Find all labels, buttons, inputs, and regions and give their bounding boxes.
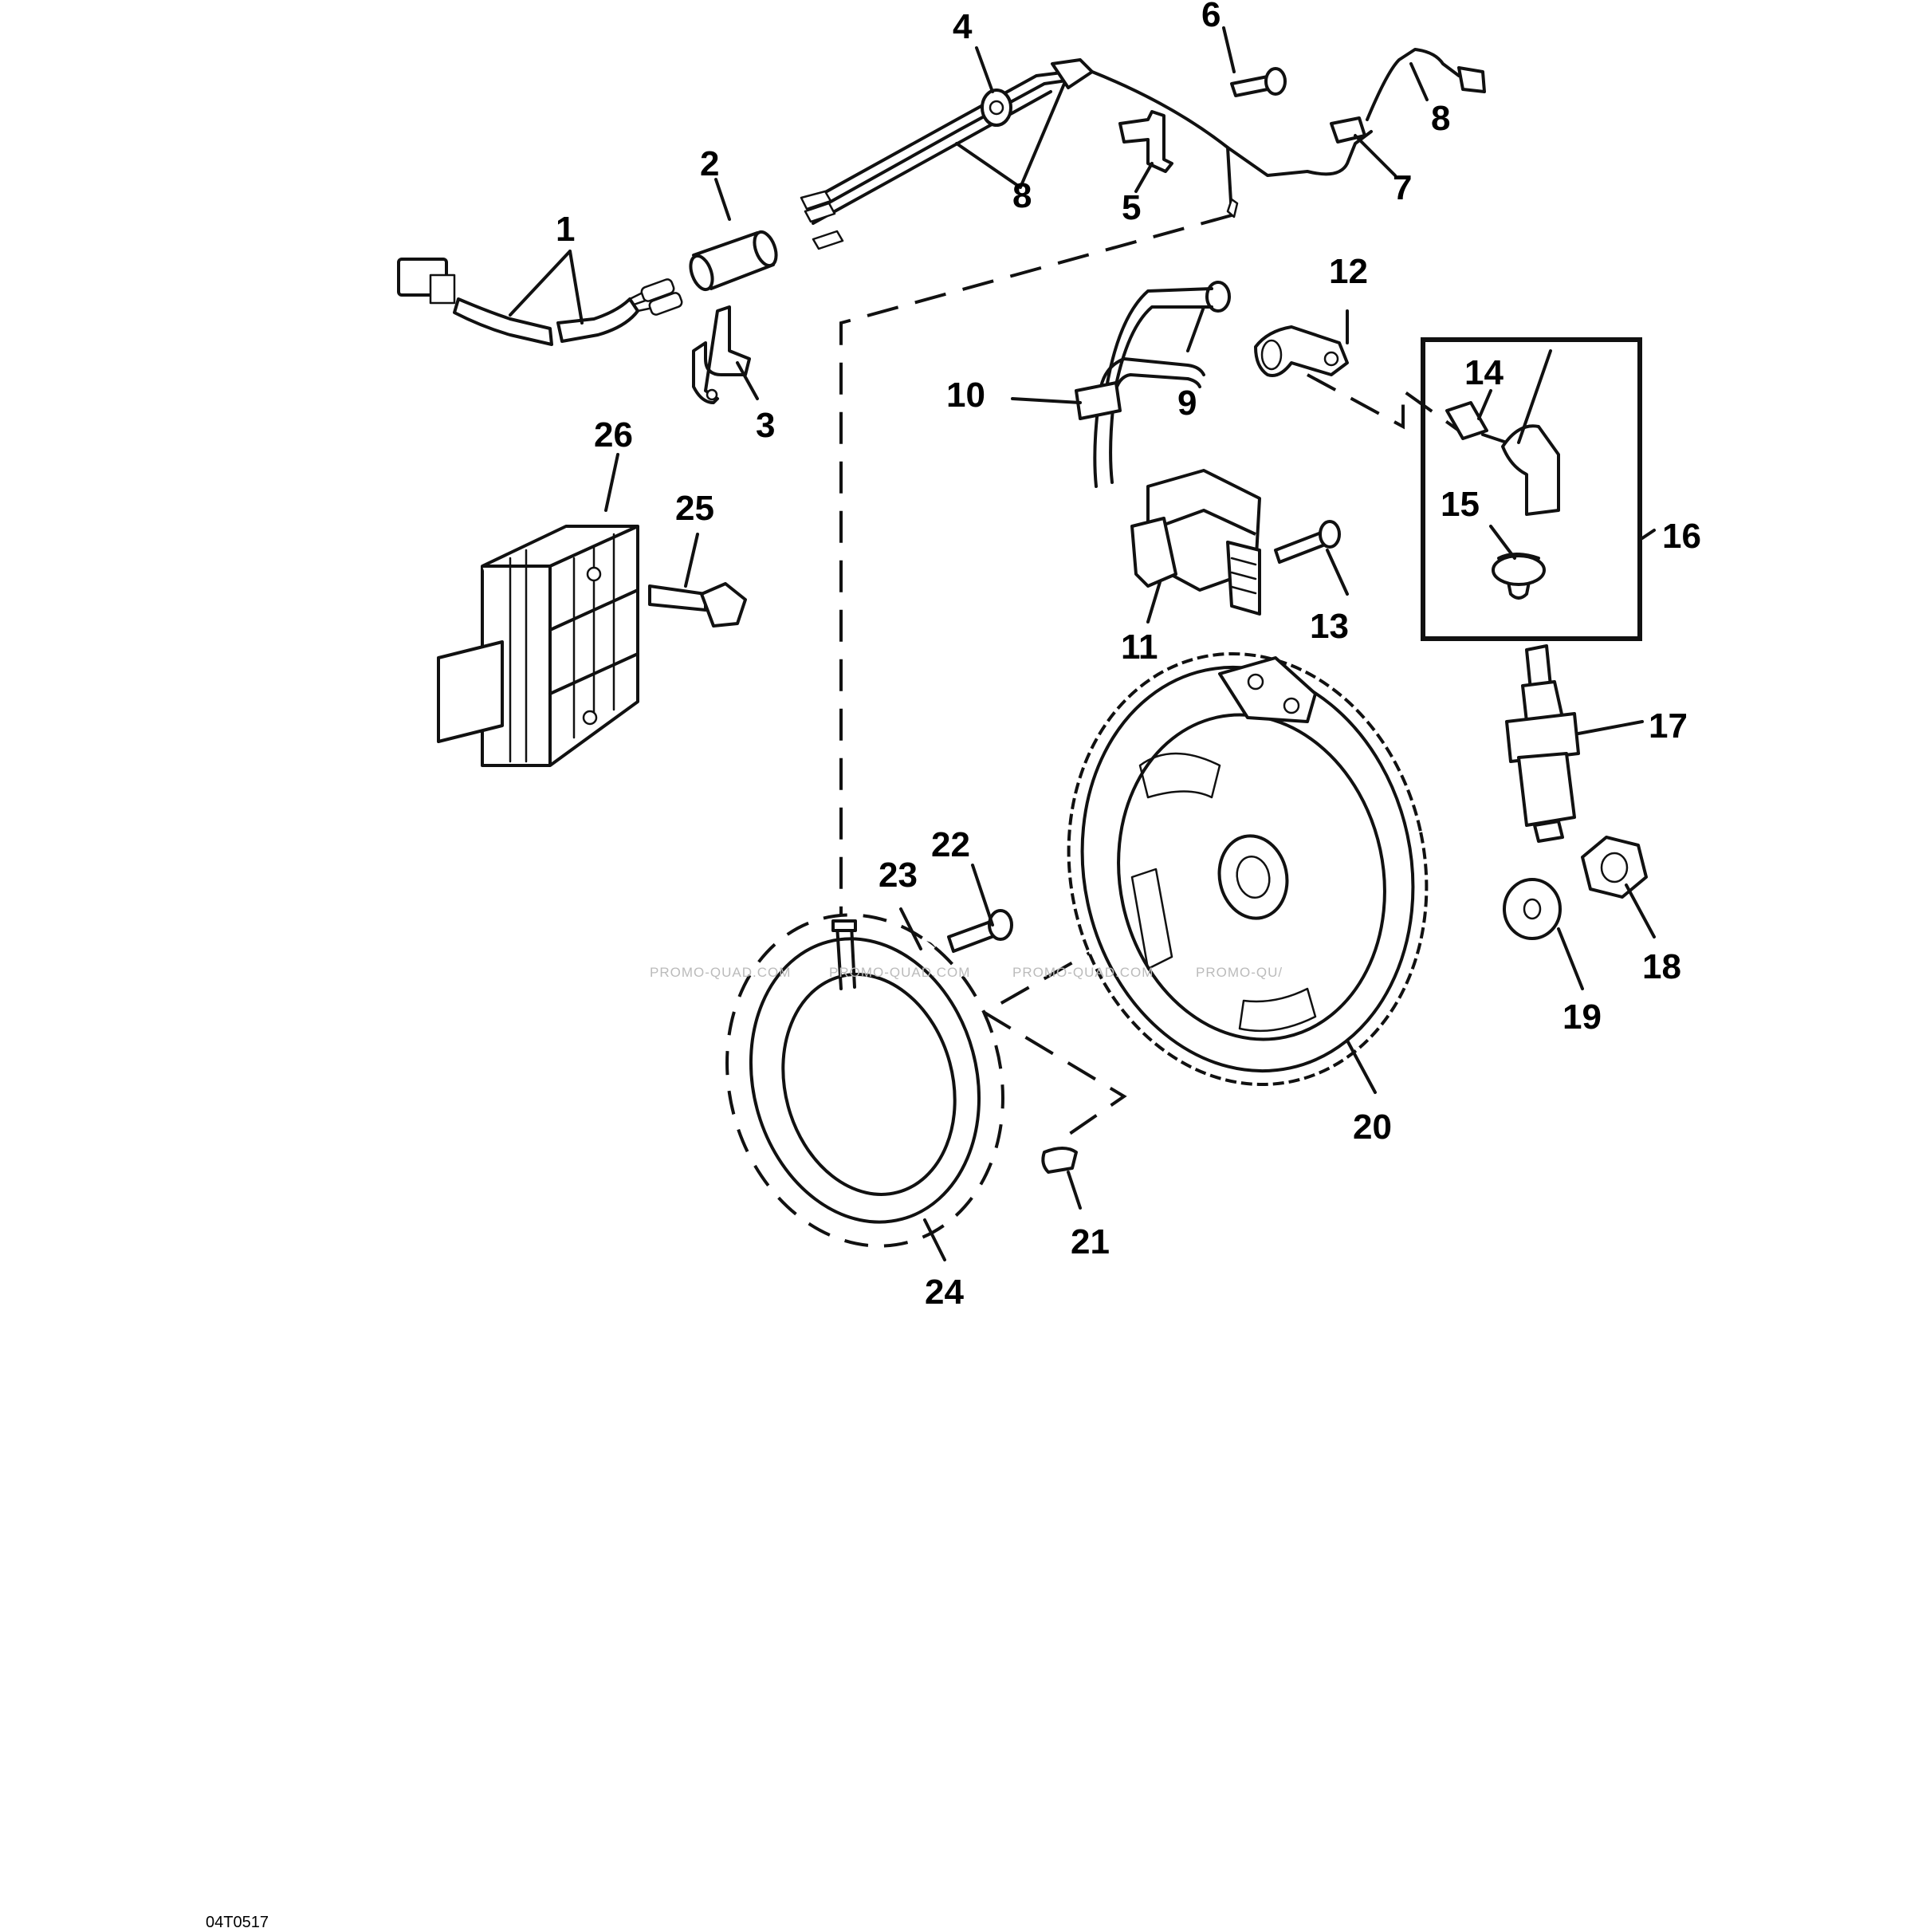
watermark-text-1: PROMO-QUAD.COM: [650, 965, 791, 980]
watermark-text-3: PROMO-QUAD.COM: [1012, 965, 1154, 980]
callout-20: 20: [1353, 1108, 1392, 1147]
leader-lines: [509, 26, 1656, 1261]
callout-19: 19: [1562, 997, 1602, 1037]
callout-7: 7: [1393, 168, 1412, 207]
callout-3: 3: [756, 406, 775, 445]
watermark-text-2: PROMO-QUAD.COM: [829, 965, 970, 980]
callout-17: 17: [1649, 706, 1688, 746]
callout-14: 14: [1464, 353, 1504, 392]
spark-plug-cap-kit-part-16: [1421, 337, 1642, 641]
drawing-reference-code: 04T0517: [206, 1914, 269, 1931]
callout-2: 2: [700, 144, 719, 183]
callout-8a: 8: [1012, 176, 1032, 215]
flywheel-part-20: [1067, 651, 1429, 1087]
wiring-harness-part-1: [397, 258, 683, 346]
callout-10: 10: [946, 376, 985, 415]
clip-part-12: [1254, 325, 1349, 377]
bracket-part-3: [692, 305, 751, 404]
watermark: PROMO-QUAD.COM PROMO-QUAD.COM PROMO-QUAD…: [650, 965, 1283, 980]
callout-5: 5: [1122, 188, 1141, 227]
callout-9: 9: [1177, 384, 1197, 423]
callout-15: 15: [1441, 485, 1480, 524]
callout-8b: 8: [1431, 99, 1450, 138]
callout-11: 11: [1121, 628, 1158, 667]
callout-21: 21: [1071, 1222, 1110, 1261]
ignition-coil-parts-9-11: [1075, 281, 1341, 616]
callout-23: 23: [879, 856, 918, 895]
callout-1: 1: [556, 210, 575, 249]
callout-13: 13: [1310, 607, 1349, 646]
callout-4: 4: [953, 7, 973, 46]
callout-24: 24: [925, 1273, 964, 1312]
callout-labels: 1 2 3 4 5 6 7 8 8 9 10 11 12 13 14 15 16…: [556, 0, 1701, 1312]
woodruff-key-part-21: [1041, 1147, 1078, 1174]
main-harness-parts-4-8: [800, 48, 1486, 250]
callout-26: 26: [594, 415, 633, 454]
callout-16: 16: [1662, 517, 1701, 556]
callout-6: 6: [1201, 0, 1220, 34]
callout-22: 22: [931, 825, 970, 864]
nut-and-washer-parts-18-19: [1503, 836, 1648, 940]
callout-18: 18: [1642, 947, 1681, 986]
callout-12: 12: [1329, 252, 1368, 291]
callout-25: 25: [675, 489, 714, 528]
spark-plug-part-17: [1505, 644, 1580, 843]
capacitor-part-2: [689, 230, 778, 292]
stator-part-24: [725, 913, 1004, 1248]
watermark-text-4: PROMO-QU/: [1196, 965, 1283, 980]
voltage-regulator-parts-25-26: [437, 525, 747, 767]
